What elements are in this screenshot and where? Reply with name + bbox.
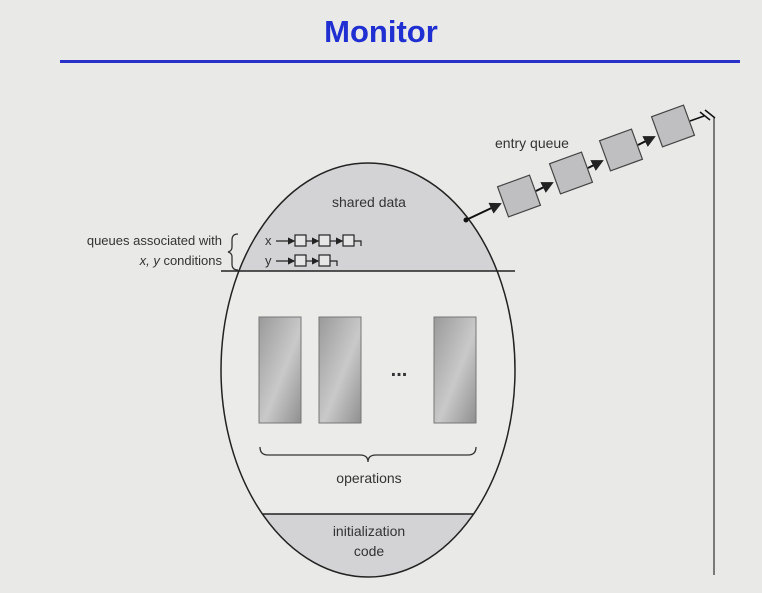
ellipsis: ... — [391, 359, 408, 381]
entry-queue-item — [650, 104, 696, 148]
page-title: Monitor — [324, 14, 438, 49]
title-underline — [60, 60, 740, 63]
operations-label: operations — [336, 470, 401, 486]
operations-brace — [259, 446, 477, 463]
operation-box — [318, 316, 362, 424]
init-label-line1: initialization — [333, 523, 405, 539]
condition-y-queue — [276, 254, 338, 267]
condition-brace — [227, 233, 239, 271]
init-label-line2: code — [354, 543, 385, 559]
entry-queue-item — [548, 151, 594, 195]
operation-box — [433, 316, 477, 424]
entry-queue-item — [598, 128, 644, 172]
condition-y-label: y — [265, 253, 272, 268]
entry-queue-label: entry queue — [495, 135, 569, 151]
entry-queue — [463, 104, 716, 223]
shared-data-label: shared data — [332, 194, 406, 210]
operation-box — [258, 316, 302, 424]
condition-queues-label-line1: queues associated with — [87, 233, 222, 248]
condition-queues-label-line2: x, y conditions — [139, 253, 223, 268]
condition-x-queue — [276, 234, 362, 247]
entry-queue-item — [496, 174, 542, 218]
condition-x-label: x — [265, 233, 272, 248]
monitor-outline — [220, 162, 516, 578]
